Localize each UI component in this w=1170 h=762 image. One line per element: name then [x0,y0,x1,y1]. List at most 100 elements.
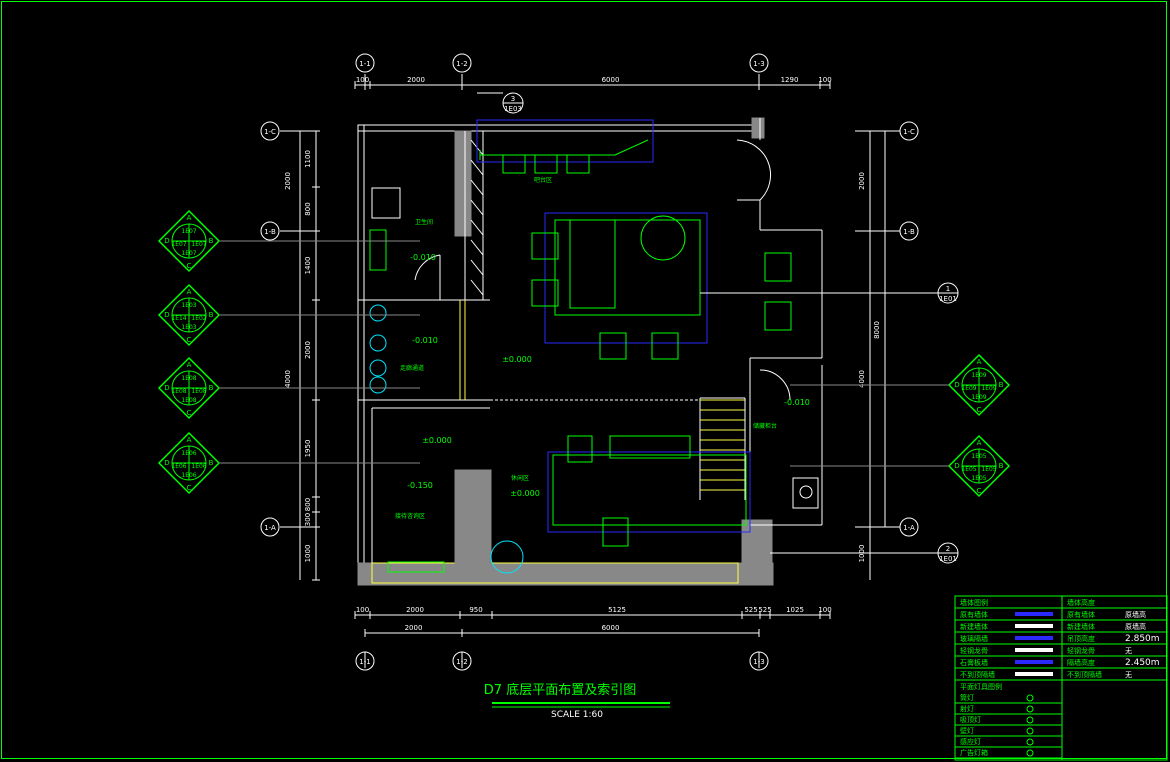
elevation-right-0-ta: 1E09 [971,372,986,379]
elevation-left-3-diamond [157,431,221,495]
dim-top-4: 100 [818,76,831,84]
elevation-right-0-tb: 1E09 [981,385,996,392]
grid-bubble-left-2-circle [260,517,280,537]
door-arc [759,369,791,401]
legend-right-value-4: 2.450m [1125,658,1160,668]
drawing-title: D7 底层平面布置及索引图 [484,682,636,698]
legend-right-value-0: 原墙高 [1125,610,1146,619]
plant-column-3 [369,376,387,394]
legend-right-label-0: 原有墙体 [1067,610,1095,619]
dim-left-inner-2: 1400 [304,257,312,275]
legend-section2-3: 壁灯 [960,726,974,735]
elevation-right-0-tc: 1E09 [971,394,986,401]
legend-section2-header: 平面灯具图例 [960,682,1002,691]
dim-bottom1-7: 100 [818,606,831,614]
plant-column-2 [369,359,387,377]
grid-bubble-left-1-circle [260,221,280,241]
legend-lamp-icon [1026,738,1034,746]
shelf-hatch [470,199,484,216]
elevation-left-2-diamond [157,356,221,420]
legend-table [954,595,1168,761]
dim-top-0: 100 [356,76,369,84]
elevation-left-0-d: D [164,237,169,245]
desk [552,454,747,526]
elevation-left-3-c: C [187,484,192,492]
elevation-left-0-c: C [187,262,192,270]
room-label-1: 吧台区 [534,176,552,184]
toilet [371,187,401,219]
column-4 [751,117,765,139]
legend-left-1: 新建墙体 [960,622,988,631]
sofa-inner [569,219,616,309]
legend-right-label-5: 不到顶隔墙 [1067,670,1102,679]
bar-counter [614,139,649,156]
elevation-right-1-b: B [999,462,1004,470]
legend-section2-2: 吸顶灯 [960,715,981,724]
elevation-left-0-ta: 1E07 [181,228,196,235]
door-arc [736,139,772,201]
dim-bottom1-6: 1025 [786,606,804,614]
shelf-hatch [470,179,484,196]
legend-left-5: 不到顶隔墙 [960,670,995,679]
grid-bubble-left-2-label: 1-A [264,524,276,532]
dim-right-inner-1: 4000 [858,370,866,388]
elevation-left-1-ta: 1E03 [181,302,196,309]
legend-right-label-1: 新建墙体 [1067,622,1095,631]
elevation-left-2-a: A [187,361,192,369]
elevation-left-2-c: C [187,409,192,417]
chair-top-1 [567,435,593,463]
legend-header-right: 墙体高度 [1067,598,1095,607]
room-label-2: 走廊通道 [400,364,424,372]
grid-bubble-bottom-0-label: 1-1 [359,658,370,666]
elevation-left-1-td: 1E14 [171,315,186,322]
legend-left-4: 石膏板墙 [960,658,988,667]
dim-left-inner-4: 1950 [304,440,312,458]
elevation-left-1-a: A [187,288,192,296]
grid-bubble-top-2-label: 1-3 [753,60,764,68]
bar-stool-0 [502,154,526,174]
elevation-left-2-td: 1E08 [171,388,186,395]
room-label-3: 休闲区 [511,474,529,482]
section-marker-right-1-num: 1 [946,285,950,293]
sideboard [609,435,691,459]
elevation-left-2-tc: 1E08 [181,397,196,404]
plant-column-0 [369,304,387,322]
level-mark-2: ±0.000 [502,355,532,364]
dim-right-inner-0: 2000 [858,172,866,190]
elevation-right-1-tb: 1E05 [981,466,996,473]
level-mark-0: -0.010 [410,253,436,262]
armchair-2 [599,332,627,360]
elevation-right-0-td: 1E09 [961,385,976,392]
dim-left-inner-3: 2000 [304,341,312,359]
legend-right-label-4: 隔墙高度 [1067,658,1095,667]
bar-stool-1 [534,154,558,174]
elevation-left-1-b: B [209,311,214,319]
elevation-left-3-b: B [209,459,214,467]
legend-lamp-icon [1026,727,1034,735]
dim-top-2: 6000 [602,76,620,84]
legend-left-3: 轻钢龙骨 [960,646,988,655]
dim-left-inner-6: 300 [304,513,312,526]
section-marker-top-num: 3 [511,95,515,103]
wall-left [357,124,365,586]
bar-stool-2 [566,154,590,174]
elevation-right-0-a: A [977,358,982,366]
elevation-left-2-b: B [209,384,214,392]
legend-right-label-3: 轻钢龙骨 [1067,646,1095,655]
elevation-left-1-diamond [157,283,221,347]
elevation-left-0-diamond [157,209,221,273]
armchair-right-0 [764,252,792,282]
elevation-right-1-d: D [954,462,959,470]
legend-lamp-icon [1026,694,1034,702]
drawing-scale: SCALE 1:60 [551,710,603,720]
dim-left-outer-0: 2000 [284,172,292,190]
elevation-left-1-tb: 1E02 [191,315,206,322]
sink [792,477,819,509]
wall-bottom-fill [357,562,774,586]
grid-bubble-top-1-circle [452,53,472,73]
round-table [640,215,686,261]
legend-right-value-5: 无 [1125,671,1132,679]
dim-left-inner-1: 800 [304,202,312,215]
elevation-left-0-a: A [187,214,192,222]
